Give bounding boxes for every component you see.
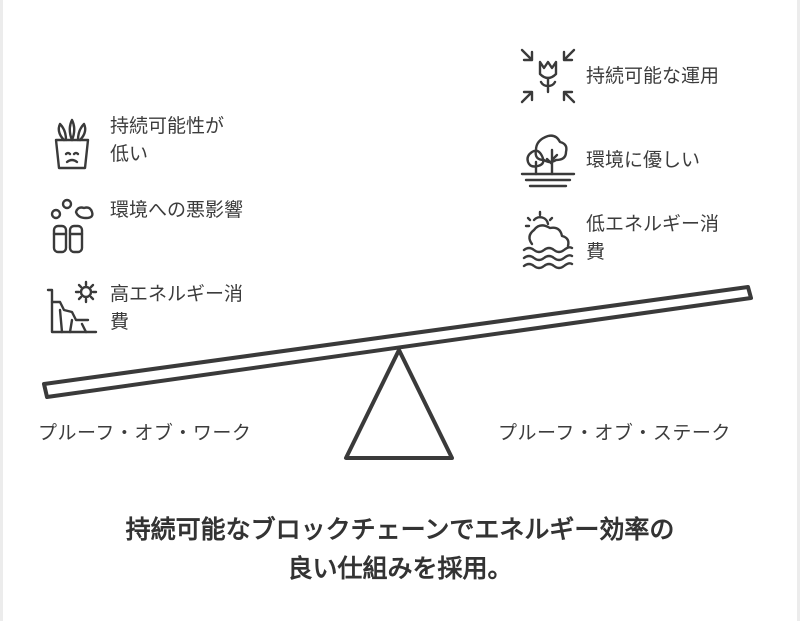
left-item-environmental-harm: 環境への悪影響 — [42, 196, 243, 256]
seesaw-plank — [42, 285, 753, 399]
left-label-proof-of-work: プルーフ・オブ・ワーク — [38, 422, 252, 444]
right-item-eco-friendly: 環境に優しい — [518, 130, 700, 190]
right-item-label: 持続可能な運用 — [586, 65, 720, 87]
fulcrum-triangle — [344, 348, 454, 460]
trees-landscape-icon — [518, 130, 578, 190]
right-item-sustainable-operation: 持続可能な運用 — [518, 46, 719, 106]
tulip-focus-icon — [518, 46, 578, 106]
smokestack-pollution-icon — [42, 196, 102, 256]
left-item-label: 高エネルギー消 費 — [110, 283, 244, 333]
left-item-low-sustainability: 持続可能性が 低い — [42, 112, 224, 172]
left-item-label: 環境への悪影響 — [110, 199, 244, 221]
right-item-label: 環境に優しい — [586, 149, 701, 171]
right-label-proof-of-stake: プルーフ・オブ・ステーク — [498, 422, 731, 444]
right-item-label: 低エネルギー消 費 — [586, 213, 720, 263]
caption: 持続可能なブロックチェーンでエネルギー効率の 良い仕組みを採用。 — [125, 515, 675, 583]
heat-sun-landscape-icon — [42, 280, 102, 340]
left-item-high-energy: 高エネルギー消 費 — [42, 280, 243, 340]
wilting-plant-icon — [42, 112, 102, 172]
sun-cloud-water-icon — [518, 210, 578, 270]
left-item-label: 持続可能性が 低い — [110, 115, 225, 165]
right-item-low-energy: 低エネルギー消 費 — [518, 210, 719, 270]
